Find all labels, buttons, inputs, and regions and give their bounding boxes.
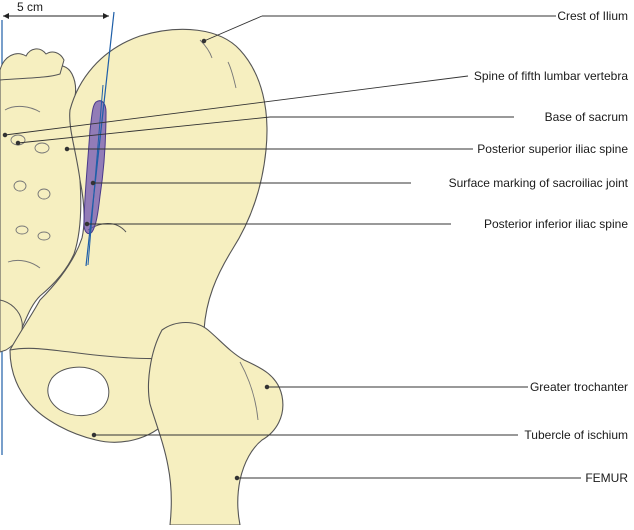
scale-bar (3, 13, 109, 19)
lumbar-vertebra (0, 48, 65, 81)
label-base-of-sacrum: Base of sacrum (544, 110, 628, 124)
label-spine-fifth-lumbar-vertebra: Spine of fifth lumbar vertebra (473, 69, 628, 83)
label-posterior-superior-iliac-spine: Posterior superior iliac spine (477, 142, 628, 156)
label-greater-trochanter: Greater trochanter (529, 380, 628, 394)
label-crest-of-ilium: Crest of Ilium (557, 9, 628, 23)
leader-lines (2, 15, 581, 481)
label-posterior-inferior-iliac-spine: Posterior inferior iliac spine (483, 217, 628, 231)
obturator-foramen (47, 366, 110, 416)
label-femur: FEMUR (585, 471, 628, 485)
guide-line-b (87, 84, 104, 266)
scale-bar-label: 5 cm (17, 0, 44, 14)
label-tubercle-of-ischium: Tubercle of ischium (524, 428, 628, 442)
label-sacroiliac-joint-marking: Surface marking of sacroiliac joint (448, 176, 628, 190)
femur (147, 321, 284, 526)
